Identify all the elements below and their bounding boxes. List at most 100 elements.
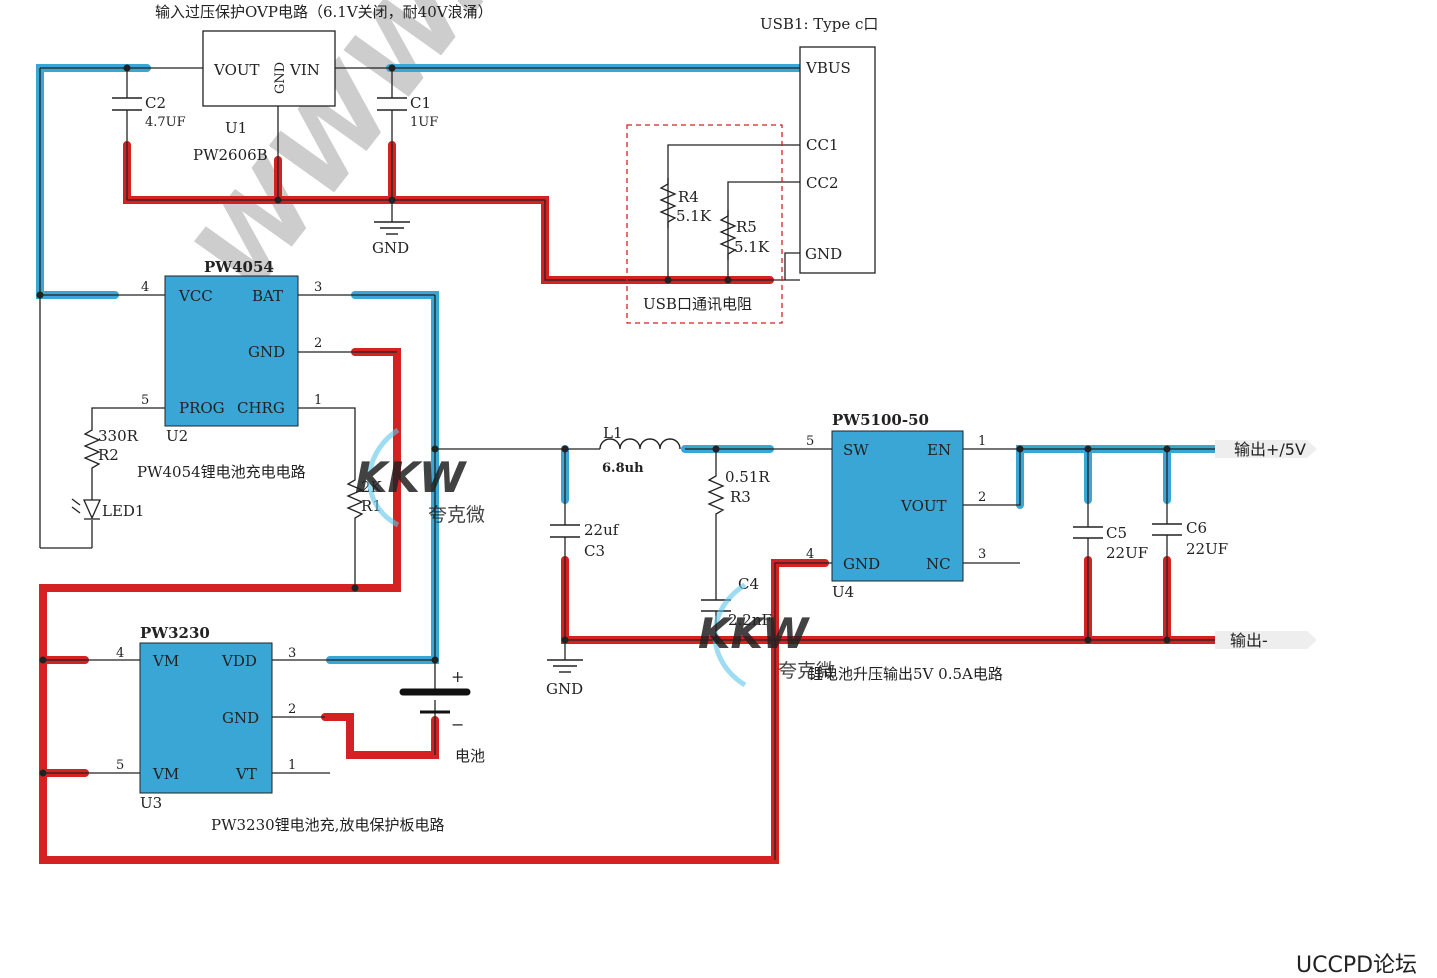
u2-chrg-label: CHRG xyxy=(237,399,285,417)
u4-pin-vout: 2 xyxy=(978,490,986,505)
u2-chip xyxy=(164,275,299,427)
u4-pin-gnd: 4 xyxy=(806,547,814,562)
c2-ref: C2 xyxy=(145,94,166,112)
r1-resistor xyxy=(346,475,364,525)
u2-part: PW4054 xyxy=(204,258,274,276)
forum-watermark: UCCPD论坛 xyxy=(1296,953,1417,978)
c5-capacitor xyxy=(1073,526,1103,539)
c5-ref: C5 xyxy=(1106,524,1127,542)
gnd-label-1: GND xyxy=(372,239,409,257)
u4-en-label: EN xyxy=(927,441,951,459)
usb-cc1-label: CC1 xyxy=(806,136,839,154)
usb-gnd-label: GND xyxy=(805,245,842,263)
u2-bat-label: BAT xyxy=(252,287,283,305)
u4-vout-label: VOUT xyxy=(900,497,947,515)
u3-vdd-label: VDD xyxy=(221,652,257,670)
r3-value: 0.51R xyxy=(725,468,770,486)
led1-ref: LED1 xyxy=(102,502,144,520)
ground-symbol-2 xyxy=(547,659,583,673)
r2-resistor xyxy=(83,425,101,475)
c1-ref: C1 xyxy=(410,94,431,112)
ovp-title: 输入过压保护OVP电路（6.1V关闭，耐40V浪涌） xyxy=(155,3,493,21)
u2-pin-vcc: 4 xyxy=(141,280,149,295)
c6-capacitor xyxy=(1152,523,1182,536)
u2-caption: PW4054锂电池充电电路 xyxy=(137,463,306,481)
r2-value: 330R xyxy=(98,427,139,445)
kkw-watermark-2: KKW 夸克微 xyxy=(698,582,835,688)
r2-ref: R2 xyxy=(98,446,119,464)
u3-pin-vm1: 4 xyxy=(116,646,124,661)
u3-vt-label: VT xyxy=(235,765,257,783)
u3-vm2-label: VM xyxy=(152,765,179,783)
led1-diode xyxy=(71,498,102,520)
c6-ref: C6 xyxy=(1186,519,1207,537)
u3-caption: PW3230锂电池充,放电保护板电路 xyxy=(211,816,444,834)
u4-sw-label: SW xyxy=(843,441,869,459)
u2-ref: U2 xyxy=(166,427,188,445)
r4-resistor xyxy=(659,178,677,228)
u1-gnd-label: GND xyxy=(273,62,288,94)
battery-label: 电池 xyxy=(455,747,485,765)
u4-pin-nc: 3 xyxy=(978,547,986,562)
u2-prog-label: PROG xyxy=(179,399,225,417)
usb-resistor-box xyxy=(626,124,783,324)
u2-pin-gnd: 2 xyxy=(314,336,322,351)
u4-pin-sw: 5 xyxy=(806,434,814,449)
r4-ref: R4 xyxy=(678,188,699,206)
kkw-logo-text-1: KKW xyxy=(355,453,468,502)
l1-inductor xyxy=(599,438,681,450)
u4-pin-en: 1 xyxy=(978,434,986,449)
output-minus-terminal xyxy=(1215,631,1317,649)
u2-gnd-label: GND xyxy=(248,343,285,361)
u2-vcc-label: VCC xyxy=(178,287,213,305)
c3-capacitor xyxy=(550,524,580,538)
c2-value: 4.7UF xyxy=(145,115,186,130)
r5-resistor xyxy=(719,210,737,260)
c3-value: 22uf xyxy=(584,521,620,539)
u1-vout-label: VOUT xyxy=(213,61,260,79)
u1-chip: VOUT VIN GND xyxy=(202,30,336,107)
u4-gnd-label: GND xyxy=(843,555,880,573)
u4-ref: U4 xyxy=(832,583,854,601)
wires xyxy=(39,67,1215,860)
r3-resistor xyxy=(707,470,725,515)
u3-pin-gnd: 2 xyxy=(288,702,296,717)
u1-part: PW2606B xyxy=(193,146,268,164)
usb-cc2-label: CC2 xyxy=(806,174,839,192)
u3-gnd-label: GND xyxy=(222,709,259,727)
battery-symbol xyxy=(399,688,471,714)
c2-capacitor xyxy=(112,97,142,111)
u3-vm1-label: VM xyxy=(152,652,179,670)
u3-ref: U3 xyxy=(140,794,162,812)
u4-nc-label: NC xyxy=(926,555,951,573)
kkw-cn-text-2: 夸克微 xyxy=(778,660,835,682)
u3-pin-vm2: 5 xyxy=(116,758,124,773)
u2-pin-chrg: 1 xyxy=(314,393,322,408)
r5-value: 5.1K xyxy=(734,238,770,256)
u4-caption: 锂电池升压输出5V 0.5A电路 xyxy=(808,665,1003,683)
l1-value: 6.8uh xyxy=(602,461,644,476)
output-minus-label: 输出- xyxy=(1230,631,1268,650)
r5-ref: R5 xyxy=(736,218,757,236)
kkw-watermark-1: KKW 夸克微 xyxy=(355,427,485,528)
usb-vbus-label: VBUS xyxy=(805,59,851,77)
u2-pin-bat: 3 xyxy=(314,280,322,295)
l1-ref: L1 xyxy=(603,424,623,442)
usb-box-label: USB口通讯电阻 xyxy=(643,295,752,313)
c1-capacitor xyxy=(377,97,407,111)
u1-vin-label: VIN xyxy=(289,61,320,79)
battery-plus: + xyxy=(451,667,464,686)
u1-ref: U1 xyxy=(225,119,247,137)
u2-pin-prog: 5 xyxy=(141,393,149,408)
u3-chip xyxy=(139,642,273,794)
c5-value: 22UF xyxy=(1106,544,1148,562)
c4-value: 2.2nF xyxy=(728,611,772,629)
u4-chip xyxy=(831,430,964,582)
r3-ref: R3 xyxy=(730,488,751,506)
c3-ref: C3 xyxy=(584,542,605,560)
u3-pin-vt: 1 xyxy=(288,758,296,773)
ground-symbol-1 xyxy=(374,221,410,235)
usb-title: USB1: Type c口 xyxy=(760,15,878,33)
u4-part: PW5100-50 xyxy=(832,411,929,429)
